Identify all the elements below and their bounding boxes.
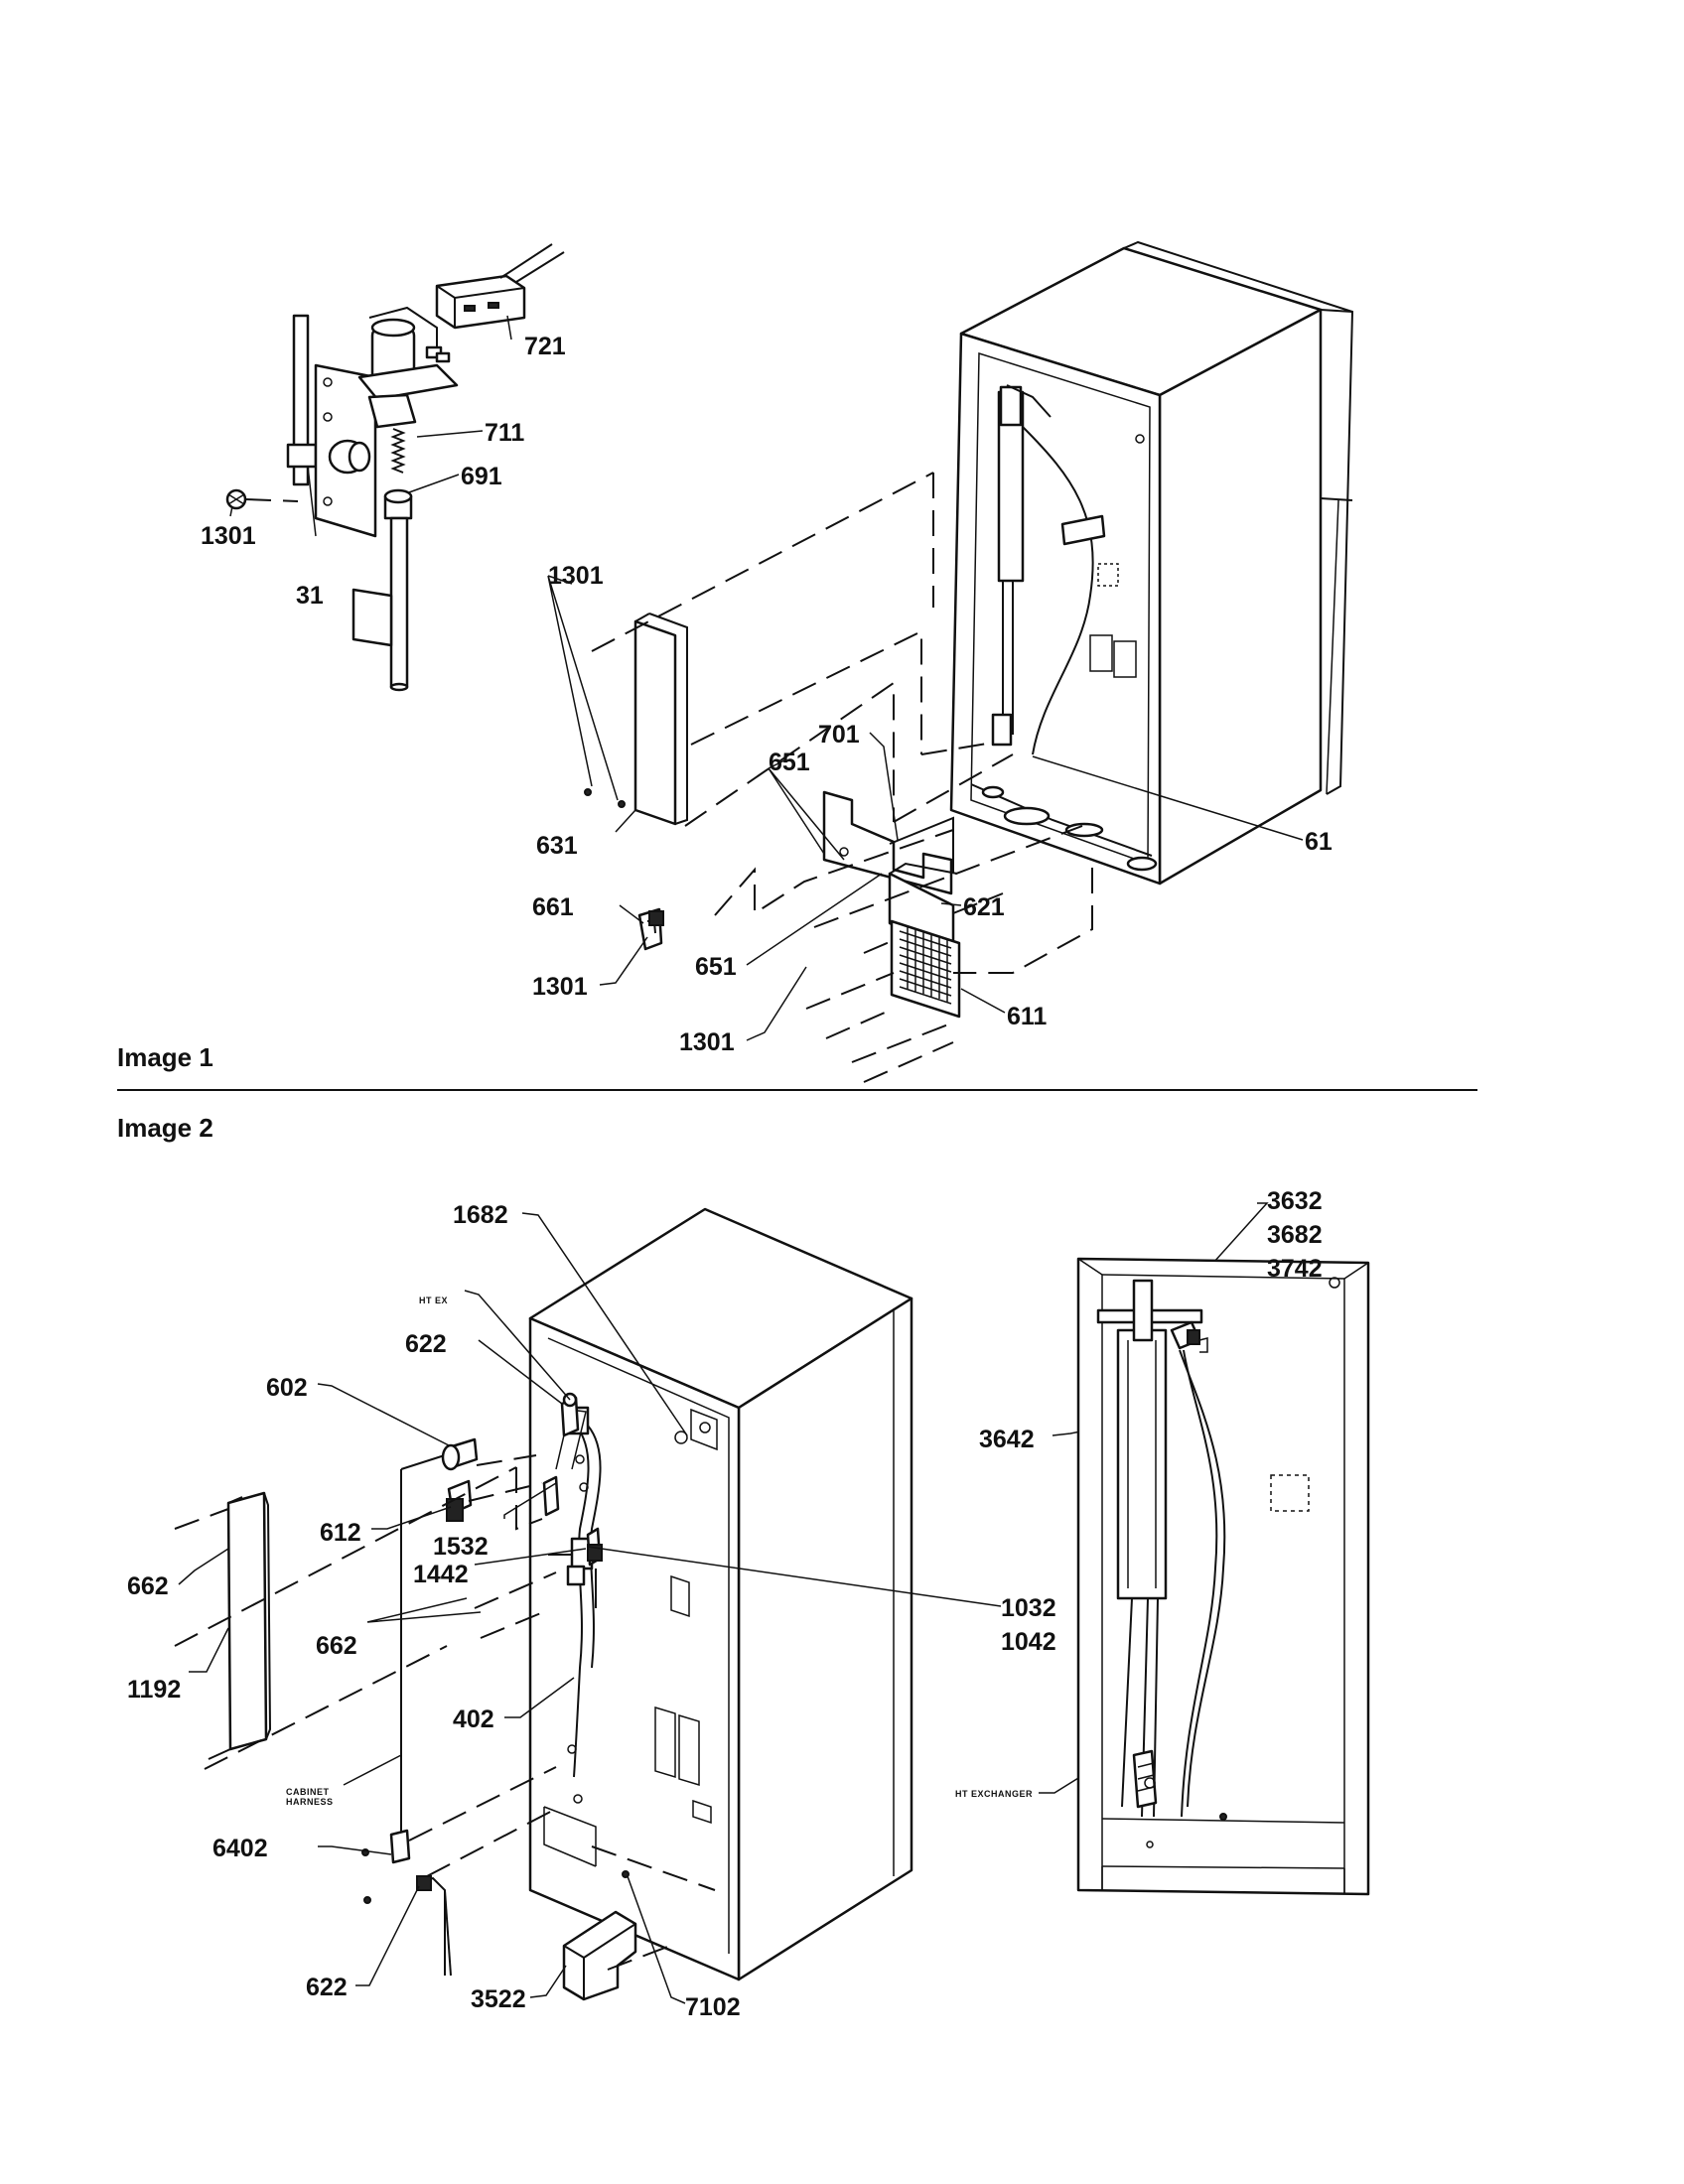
- callout-3742: 3742: [1267, 1255, 1323, 1283]
- section-title-image2: Image 2: [117, 1113, 213, 1143]
- callout-402: 402: [453, 1706, 494, 1733]
- callout-721: 721: [524, 333, 566, 360]
- callout-711: 711: [485, 419, 524, 447]
- callout-1301-c: 1301: [532, 973, 588, 1001]
- callout-3632: 3632: [1267, 1187, 1323, 1215]
- cabinet-image2: [528, 1207, 913, 1981]
- callout-651-a: 651: [769, 749, 810, 776]
- callout-7102: 7102: [685, 1993, 741, 2021]
- callout-1301-b: 1301: [548, 562, 604, 590]
- grille-611: [890, 919, 961, 1019]
- callout-1032: 1032: [1001, 1594, 1056, 1622]
- callout-691: 691: [461, 463, 502, 490]
- callout-31: 31: [296, 582, 324, 610]
- callout-602: 602: [266, 1374, 308, 1402]
- callout-ht-ex: HT EX: [419, 1296, 448, 1305]
- water-valve-assembly: [225, 306, 459, 692]
- cabinet-interior-view: [1076, 1257, 1370, 1896]
- callout-1442: 1442: [413, 1561, 469, 1588]
- panel-631: [584, 613, 688, 826]
- callout-662-a: 662: [127, 1572, 169, 1600]
- image2-labels: 1682 HT EX 622 602 612 1532 1442 662 662…: [127, 1187, 1323, 2021]
- image1-guides: [591, 472, 1093, 1083]
- cabinet-image1: [949, 240, 1354, 886]
- image1-group: 721 711 691 1301 31 1301 631 651 701 61 …: [201, 240, 1354, 1083]
- callout-651-b: 651: [695, 953, 737, 981]
- callout-611: 611: [1007, 1003, 1047, 1030]
- callout-cabinet-harness-line2: HARNESS: [286, 1797, 334, 1807]
- callout-612: 612: [320, 1519, 361, 1547]
- image2-guides: [174, 1454, 557, 1877]
- callout-1192: 1192: [127, 1676, 181, 1704]
- cover-3522: [562, 1870, 676, 2001]
- callout-1042: 1042: [1001, 1628, 1056, 1656]
- callout-cabinet-harness-line1: CABINET: [286, 1787, 330, 1797]
- callout-1682: 1682: [453, 1201, 508, 1229]
- image2-group: 1682 HT EX 622 602 612 1532 1442 662 662…: [127, 1187, 1370, 2021]
- callout-622-b: 622: [306, 1974, 348, 2001]
- callout-621: 621: [963, 893, 1005, 921]
- callout-3522: 3522: [471, 1985, 526, 2013]
- callout-1532: 1532: [433, 1533, 489, 1561]
- callout-701: 701: [818, 721, 860, 749]
- callout-61: 61: [1305, 828, 1333, 856]
- callout-ht-exchanger: HT EXCHANGER: [955, 1789, 1033, 1799]
- callout-3642: 3642: [979, 1426, 1035, 1453]
- callout-662-b: 662: [316, 1632, 357, 1660]
- image1-leaders: [229, 315, 1304, 1041]
- callout-661: 661: [532, 893, 574, 921]
- connector-721: [435, 243, 565, 330]
- callout-631: 631: [536, 832, 578, 860]
- callout-3682: 3682: [1267, 1221, 1323, 1249]
- callout-1301-d: 1301: [679, 1028, 735, 1056]
- image2-leaders: [178, 1202, 1269, 2004]
- callout-1301-a: 1301: [201, 522, 256, 550]
- callout-6402: 6402: [212, 1835, 268, 1862]
- callout-622-a: 622: [405, 1330, 447, 1358]
- section-title-image1: Image 1: [117, 1042, 213, 1072]
- image1-labels: 721 711 691 1301 31 1301 631 651 701 61 …: [201, 333, 1333, 1056]
- panel-1192: [174, 1491, 272, 1760]
- bracket-661: [637, 907, 664, 951]
